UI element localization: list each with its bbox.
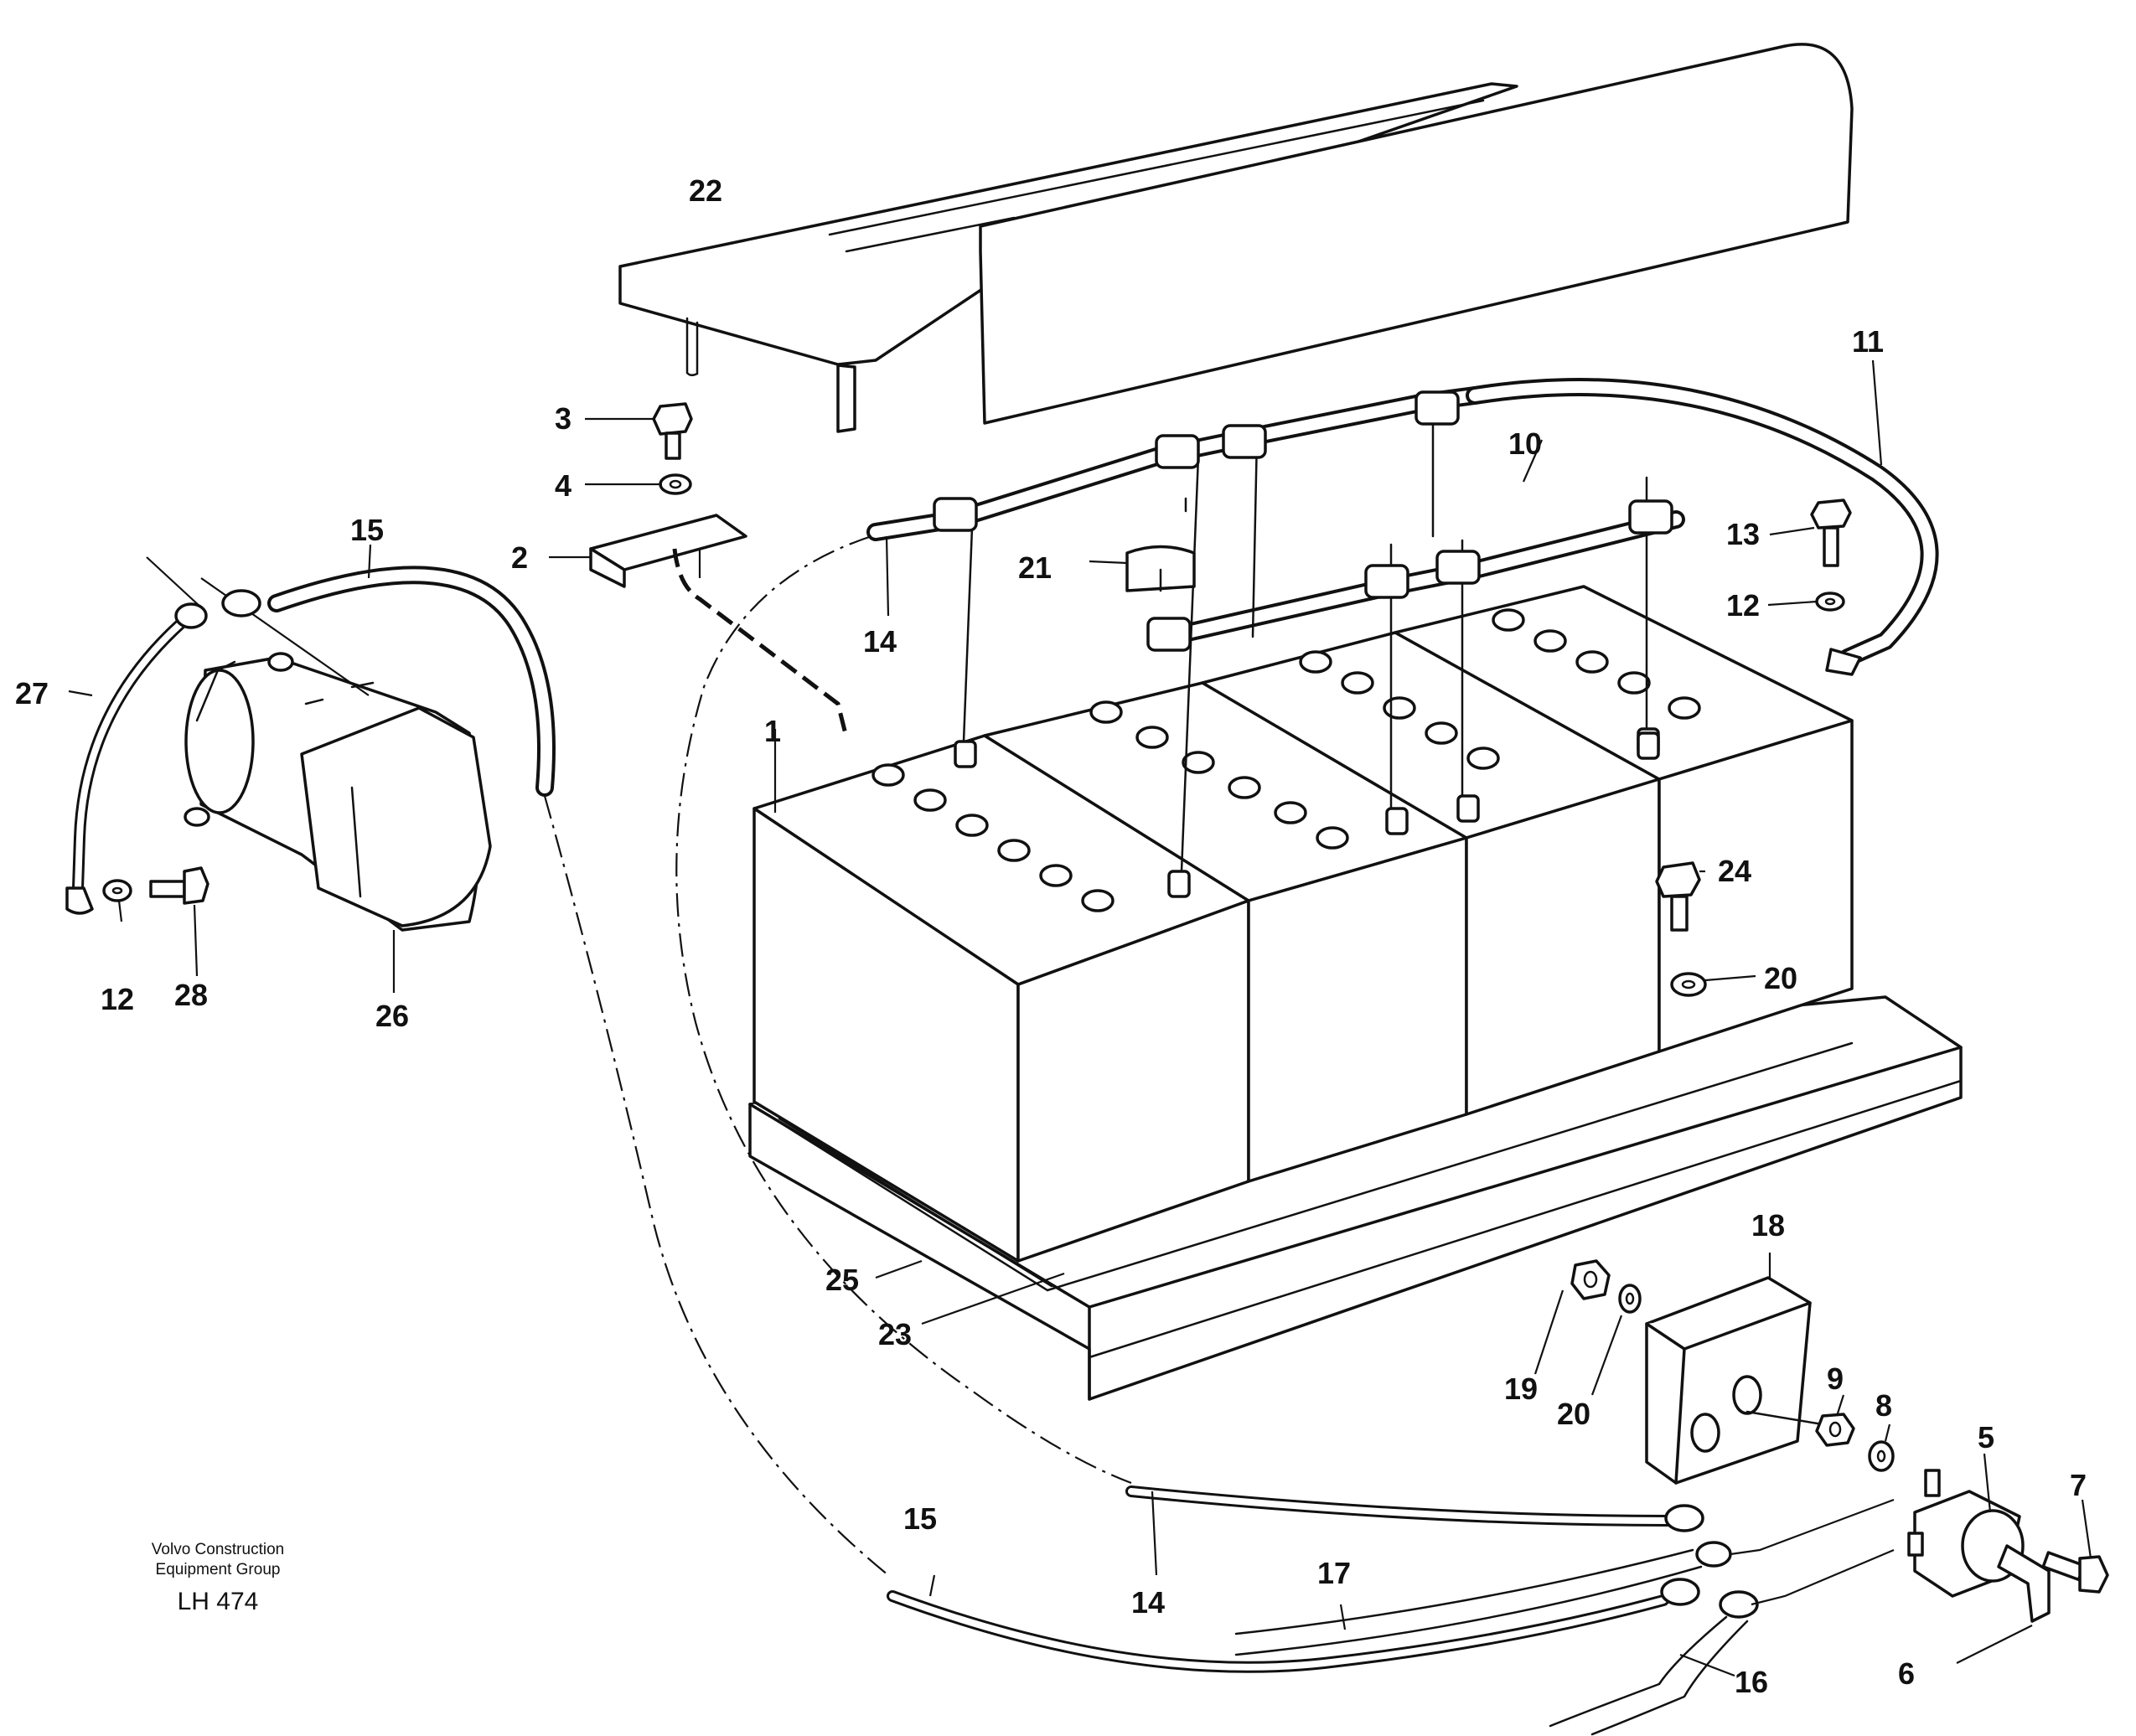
callout-3: 3 <box>555 401 571 436</box>
washer-4 <box>659 473 692 495</box>
callout-23: 23 <box>878 1317 912 1351</box>
ground-cable-11 <box>1466 378 1939 676</box>
callout-28: 28 <box>174 978 208 1012</box>
washer-20-box <box>1618 1284 1642 1314</box>
starter-motor <box>184 577 492 932</box>
callout-11: 11 <box>1852 324 1884 359</box>
callout-labels: 1 2 3 4 5 6 7 8 9 10 11 12 12 13 14 14 1… <box>15 173 2087 1699</box>
battery-cover <box>618 43 1854 433</box>
callout-14-top: 14 <box>863 624 897 659</box>
caption-company: Volvo Construction <box>151 1541 285 1558</box>
main-switch-5 <box>1907 1469 2025 1598</box>
washer-12-right <box>1815 592 1845 612</box>
bolt-24 <box>1655 861 1701 932</box>
mounting-bracket <box>589 514 849 738</box>
callout-6: 6 <box>1898 1656 1915 1691</box>
callout-12-left: 12 <box>101 982 134 1016</box>
cable-17 <box>1234 1498 1895 1656</box>
switch-handle-6 <box>1997 1544 2051 1623</box>
callout-10: 10 <box>1508 426 1542 461</box>
callout-12-right: 12 <box>1726 588 1760 623</box>
caption-group: Equipment Group <box>155 1561 281 1578</box>
callout-18: 18 <box>1751 1208 1785 1243</box>
publisher-caption: Volvo Construction Equipment Group LH 47… <box>126 1540 310 1620</box>
callout-20-tray: 20 <box>1764 961 1797 995</box>
callout-15-top: 15 <box>350 513 384 547</box>
callout-16: 16 <box>1735 1665 1768 1699</box>
callout-27: 27 <box>15 676 49 710</box>
terminal-clamps <box>933 390 1673 652</box>
callout-8: 8 <box>1875 1388 1892 1423</box>
battery-2 <box>983 681 1468 1183</box>
bolt-3 <box>652 402 693 460</box>
bolt-28 <box>149 866 209 905</box>
callout-24: 24 <box>1718 854 1751 888</box>
cable-16 <box>1549 1548 1895 1736</box>
callout-20-box: 20 <box>1557 1397 1590 1431</box>
battery-terminals <box>954 727 1660 898</box>
callout-15-bottom: 15 <box>903 1501 937 1536</box>
callout-13: 13 <box>1726 517 1760 551</box>
cable-14-long <box>675 535 1704 1532</box>
battery-cell-caps <box>871 608 1701 912</box>
ground-cable-27 <box>65 556 208 915</box>
callout-5: 5 <box>1978 1420 1994 1454</box>
cable-15-bottom <box>887 1578 1759 1673</box>
leader-lines <box>68 359 2092 1677</box>
callout-21: 21 <box>1018 550 1052 585</box>
starter-cable-15 <box>221 566 889 1576</box>
callout-26: 26 <box>375 999 409 1033</box>
callout-17: 17 <box>1317 1556 1351 1590</box>
callout-14-bottom: 14 <box>1131 1585 1165 1620</box>
tray-liner-strip <box>765 1041 1854 1292</box>
nut-9 <box>1815 1413 1855 1447</box>
washer-20-tray <box>1670 972 1707 997</box>
bolt-13 <box>1810 499 1852 567</box>
terminal-cover <box>1125 545 1196 592</box>
callout-25: 25 <box>825 1263 859 1297</box>
callout-1: 1 <box>764 714 781 748</box>
callout-19: 19 <box>1504 1372 1538 1406</box>
washer-8 <box>1868 1440 1895 1472</box>
battery-1 <box>753 734 1250 1263</box>
nut-19 <box>1570 1259 1611 1300</box>
callout-4: 4 <box>555 468 571 503</box>
callout-9: 9 <box>1827 1361 1844 1396</box>
callout-2: 2 <box>511 540 528 575</box>
callout-22: 22 <box>689 173 722 208</box>
washer-12-left <box>102 879 132 902</box>
callout-7: 7 <box>2070 1468 2087 1502</box>
bolt-7 <box>2041 1551 2109 1594</box>
caption-diagram-code: LH 474 <box>177 1588 259 1615</box>
cover-box-18 <box>1645 1276 1824 1485</box>
